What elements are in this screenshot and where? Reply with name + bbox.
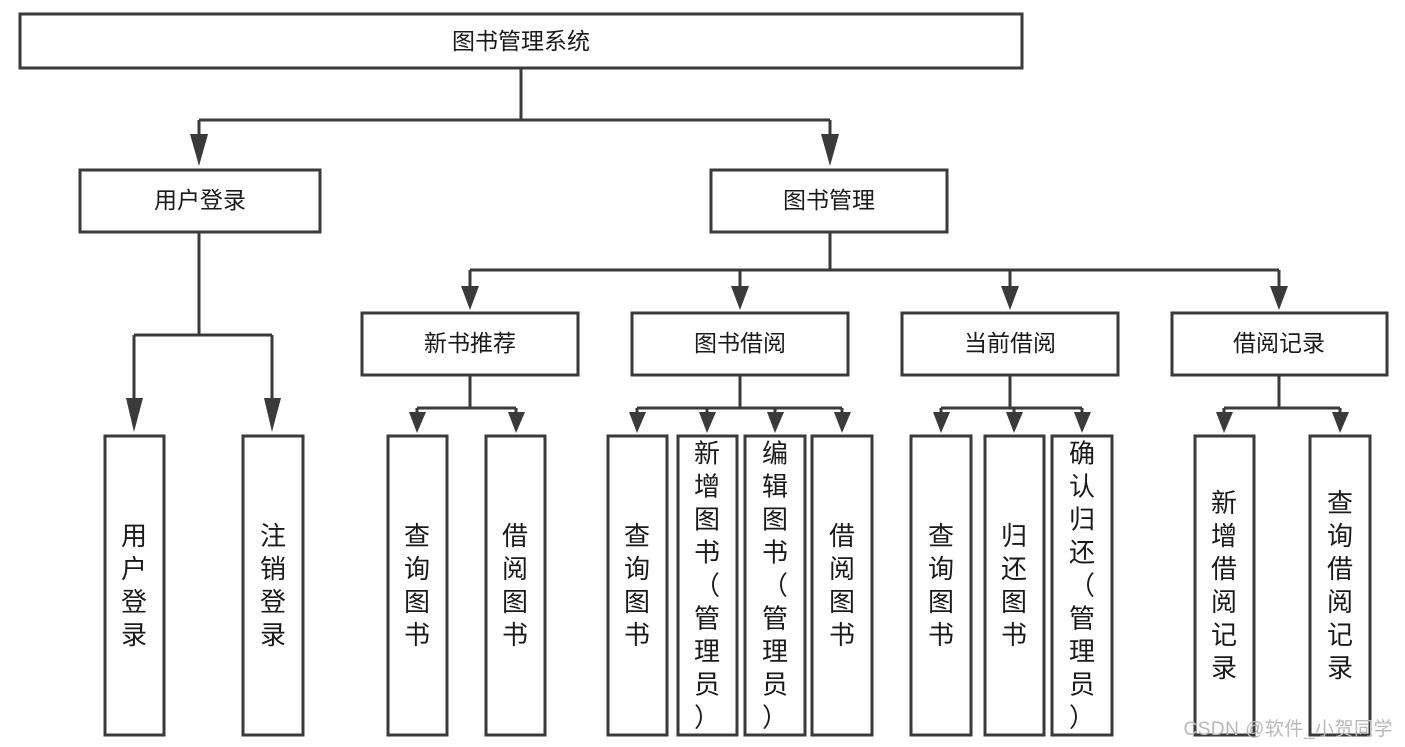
leaf-node-label: 查询借阅记录	[1327, 488, 1353, 683]
node-root-label: 图书管理系统	[452, 28, 590, 54]
node-user-login[interactable]: 用户登录	[78, 168, 322, 234]
leaf-node[interactable]: 编辑图书（管理员）	[743, 434, 807, 737]
node-book-borrow-label: 图书借阅	[694, 330, 786, 356]
leaf-node-box[interactable]	[1193, 434, 1256, 737]
leaf-node-box[interactable]	[909, 434, 973, 737]
arrow-head-icon	[190, 134, 208, 166]
arrow-head-icon	[461, 286, 479, 310]
connector-group-new-book	[409, 375, 525, 433]
leaf-node-box[interactable]	[810, 434, 874, 737]
leaf-node-label: 查询图书	[404, 521, 430, 650]
leaf-node-label: 新增借阅记录	[1211, 488, 1237, 683]
arrow-head-icon	[1332, 412, 1349, 433]
node-root[interactable]: 图书管理系统	[18, 12, 1024, 70]
arrow-head-icon	[126, 398, 143, 432]
arrow-head-icon	[508, 412, 525, 433]
arrow-head-icon	[1216, 412, 1233, 433]
leaf-node[interactable]: 新增图书（管理员）	[676, 434, 739, 737]
leaf-node-box[interactable]	[743, 434, 807, 737]
leaf-node[interactable]: 注销登录	[241, 434, 305, 737]
connector-group-book-manage	[461, 232, 1288, 310]
leaf-node-label: 查询图书	[928, 521, 954, 650]
node-book-manage-label: 图书管理	[783, 187, 875, 213]
arrow-head-icon	[1074, 412, 1091, 433]
leaf-node[interactable]: 新增借阅记录	[1193, 434, 1256, 737]
arrow-head-icon	[834, 412, 851, 433]
leaf-node-box[interactable]	[386, 434, 449, 737]
leaf-node[interactable]: 确认归还（管理员）	[1050, 434, 1114, 737]
node-user-login-label: 用户登录	[154, 187, 246, 213]
connector-group-current-borrow	[933, 375, 1091, 433]
node-borrow-record-box[interactable]	[1170, 311, 1389, 377]
leaf-node-label: 归还图书	[1001, 521, 1027, 650]
node-book-manage-box[interactable]	[709, 168, 949, 234]
arrow-head-icon	[629, 412, 646, 433]
leaf-node[interactable]: 查询图书	[606, 434, 669, 737]
leaf-node-label: 借阅图书	[829, 521, 855, 650]
leaf-node-box[interactable]	[241, 434, 305, 737]
node-current-borrow[interactable]: 当前借阅	[900, 311, 1120, 377]
leaf-node-box[interactable]	[484, 434, 547, 737]
arrow-head-icon	[767, 412, 784, 433]
node-user-login-box[interactable]	[78, 168, 322, 234]
leaf-node[interactable]: 查询图书	[386, 434, 449, 737]
leaf-node-box[interactable]	[1308, 434, 1372, 737]
arrow-head-icon	[699, 412, 716, 433]
arrow-head-icon	[1006, 412, 1023, 433]
csdn-watermark: CSDN @软件_小贺同学	[1183, 719, 1393, 740]
leaf-node-label: 确认归还（管理员）	[1069, 439, 1095, 733]
arrow-head-icon	[933, 412, 950, 433]
leaf-node-label: 用户登录	[121, 521, 147, 650]
node-book-manage[interactable]: 图书管理	[709, 168, 949, 234]
arrow-head-icon	[409, 412, 426, 433]
node-new-book-recommend[interactable]: 新书推荐	[360, 311, 580, 377]
leaf-node-box[interactable]	[983, 434, 1046, 737]
node-new-book-recommend-box[interactable]	[360, 311, 580, 377]
leaf-node-box[interactable]	[676, 434, 739, 737]
node-book-borrow-box[interactable]	[630, 311, 850, 377]
leaf-node-box[interactable]	[1050, 434, 1114, 737]
leaf-node-label: 查询图书	[624, 521, 650, 650]
leaf-node-label: 注销登录	[260, 521, 286, 650]
node-current-borrow-label: 当前借阅	[964, 330, 1056, 356]
node-borrow-record-label: 借阅记录	[1233, 330, 1325, 356]
connector-group-book-borrow	[629, 375, 851, 433]
leaf-node-label: 新增图书（管理员）	[694, 439, 720, 733]
leaf-node-box[interactable]	[103, 434, 166, 737]
leaf-node-box[interactable]	[606, 434, 669, 737]
connector-group-borrow-record	[1216, 375, 1349, 433]
leaf-node-label: 借阅图书	[502, 521, 528, 650]
leaf-node[interactable]: 借阅图书	[484, 434, 547, 737]
arrow-head-icon	[821, 134, 839, 166]
leaf-node[interactable]: 用户登录	[103, 434, 166, 737]
connector-group-root	[190, 68, 839, 166]
node-borrow-record[interactable]: 借阅记录	[1170, 311, 1389, 377]
node-root-box[interactable]	[18, 12, 1024, 70]
leaf-node[interactable]: 查询借阅记录	[1308, 434, 1372, 737]
connector-group-user-login	[126, 232, 281, 432]
arrow-head-icon	[731, 286, 749, 310]
leaf-node[interactable]: 借阅图书	[810, 434, 874, 737]
leaf-node[interactable]: 归还图书	[983, 434, 1046, 737]
leaf-node[interactable]: 查询图书	[909, 434, 973, 737]
arrow-head-icon	[264, 398, 281, 432]
arrow-head-icon	[1270, 286, 1288, 310]
arrow-head-icon	[1001, 286, 1019, 310]
node-book-borrow[interactable]: 图书借阅	[630, 311, 850, 377]
node-new-book-recommend-label: 新书推荐	[424, 330, 516, 356]
leaf-node-label: 编辑图书（管理员）	[762, 439, 788, 733]
node-current-borrow-box[interactable]	[900, 311, 1120, 377]
